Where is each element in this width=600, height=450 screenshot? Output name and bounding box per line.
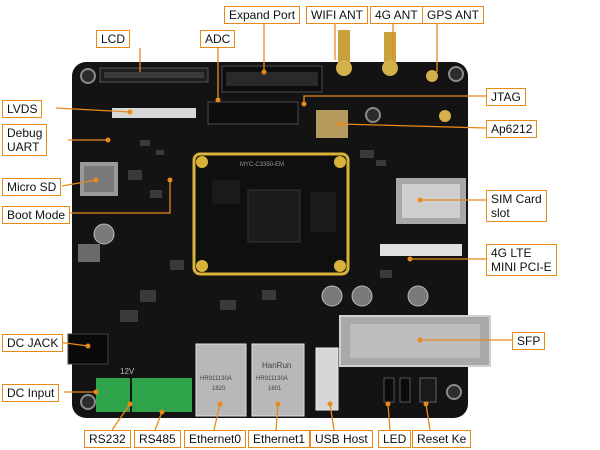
callout-expand-port: Expand Port bbox=[224, 6, 301, 24]
expand-port-pins bbox=[226, 72, 318, 86]
callout-ethernet1: Ethernet1 bbox=[248, 430, 311, 448]
rj45-code-1: 1601 bbox=[268, 386, 282, 392]
leader-ap6212 bbox=[339, 123, 487, 129]
mount-hole-br bbox=[446, 384, 462, 400]
callout-ethernet0: Ethernet0 bbox=[184, 430, 247, 448]
leader-reset-key bbox=[425, 403, 431, 431]
leader-ethernet1 bbox=[275, 403, 279, 431]
leader-rs232 bbox=[111, 403, 131, 431]
callout-rs485: RS485 bbox=[134, 430, 181, 448]
mount-hole-bl bbox=[80, 394, 96, 410]
usb-host-port bbox=[315, 347, 339, 411]
mount-hole-mid bbox=[365, 107, 381, 123]
leader-boot-mode bbox=[66, 180, 171, 214]
rs485-terminal-block bbox=[132, 378, 192, 412]
reset-key-button bbox=[419, 377, 437, 403]
jtag-connector bbox=[439, 110, 451, 122]
memory-chip-1 bbox=[212, 180, 240, 204]
leader-jtag bbox=[303, 95, 486, 104]
led-2 bbox=[399, 377, 411, 403]
callout-debug-uart-line-2: UART bbox=[7, 140, 40, 154]
capacitor-2 bbox=[321, 285, 343, 307]
callout-sim-card-line-2: slot bbox=[491, 206, 510, 220]
rj45-part-0: HR911130A bbox=[200, 376, 232, 382]
callout-sim-card-slot: SIM Card slot bbox=[486, 190, 547, 222]
callout-sim-card-line-1: SIM Card bbox=[491, 192, 542, 206]
mount-hole-tr bbox=[448, 66, 464, 82]
callout-gps-ant: GPS ANT bbox=[422, 6, 485, 24]
callout-led: LED bbox=[378, 430, 412, 448]
callout-lte-mini-pcie-line-2: MINI PCI-E bbox=[491, 260, 552, 274]
adc-header bbox=[207, 101, 299, 125]
sfp-cage-top bbox=[350, 324, 480, 358]
core-module-pad-br bbox=[334, 260, 346, 272]
leader-dots bbox=[85, 69, 429, 415]
callout-rs232: RS232 bbox=[84, 430, 131, 448]
callout-adc: ADC bbox=[200, 30, 236, 48]
leader-lines bbox=[55, 24, 512, 431]
callout-lte-ant: 4G ANT bbox=[370, 6, 423, 24]
mini-pcie-slot bbox=[380, 244, 462, 256]
callout-jtag: JTAG bbox=[486, 88, 526, 106]
callout-reset-key: Reset Ke bbox=[412, 430, 472, 448]
callout-lcd: LCD bbox=[96, 30, 131, 48]
core-module-pad-tr bbox=[334, 156, 346, 168]
leader-led bbox=[387, 403, 391, 431]
gps-antenna-connector bbox=[426, 70, 438, 82]
leader-ethernet0 bbox=[213, 403, 221, 431]
core-module-pad-bl bbox=[196, 260, 208, 272]
callout-lvds: LVDS bbox=[2, 100, 43, 118]
rs232-terminal-block bbox=[96, 378, 130, 412]
callout-debug-uart-line-1: Debug bbox=[7, 126, 43, 140]
core-module-silk: MYC-C3350-EM bbox=[240, 162, 284, 168]
dc-jack bbox=[67, 333, 109, 365]
rj45-part-1: HR911130A bbox=[256, 376, 288, 382]
callout-boot-mode: Boot Mode bbox=[2, 206, 71, 224]
leader-usb-host bbox=[329, 403, 335, 431]
sim-card-slot-inner bbox=[402, 184, 460, 218]
voltage-silk: 12V bbox=[120, 367, 135, 376]
callout-ap6212: Ap6212 bbox=[486, 120, 538, 138]
callout-micro-sd: Micro SD bbox=[2, 178, 62, 196]
callout-dc-jack: DC JACK bbox=[2, 334, 64, 352]
smd-components bbox=[120, 140, 392, 322]
memory-chip-2 bbox=[310, 192, 336, 232]
capacitor-3 bbox=[351, 285, 373, 307]
rj45-code-0: 1820 bbox=[212, 386, 226, 392]
callout-debug-uart: Debug UART bbox=[2, 124, 48, 156]
lcd-connector-pins bbox=[104, 72, 204, 78]
inductor-1 bbox=[78, 244, 100, 262]
lvds-connector bbox=[112, 108, 196, 118]
callout-lte-mini-pcie: 4G LTE MINI PCI-E bbox=[486, 244, 557, 276]
callout-wifi-ant: WIFI ANT bbox=[306, 6, 368, 24]
callout-sfp: SFP bbox=[512, 332, 546, 350]
wifi-antenna-connector bbox=[338, 30, 350, 66]
rj45-brand: HanRun bbox=[262, 361, 291, 370]
wifi-antenna-base bbox=[336, 60, 352, 76]
leader-micro-sd bbox=[61, 179, 97, 187]
callout-dc-input: DC Input bbox=[2, 384, 60, 402]
led-1 bbox=[383, 377, 395, 403]
capacitor-1 bbox=[93, 223, 115, 245]
mount-hole-tl bbox=[80, 68, 96, 84]
callout-lte-mini-pcie-line-1: 4G LTE bbox=[491, 246, 532, 260]
lte-antenna-base bbox=[382, 60, 398, 76]
cpu-chip bbox=[247, 189, 301, 243]
leader-lvds bbox=[55, 107, 131, 113]
callout-usb-host: USB Host bbox=[310, 430, 373, 448]
core-module-pad-tl bbox=[196, 156, 208, 168]
micro-sd-slot-inner bbox=[84, 166, 114, 192]
capacitor-4 bbox=[407, 285, 429, 307]
leader-rs485 bbox=[154, 411, 163, 431]
